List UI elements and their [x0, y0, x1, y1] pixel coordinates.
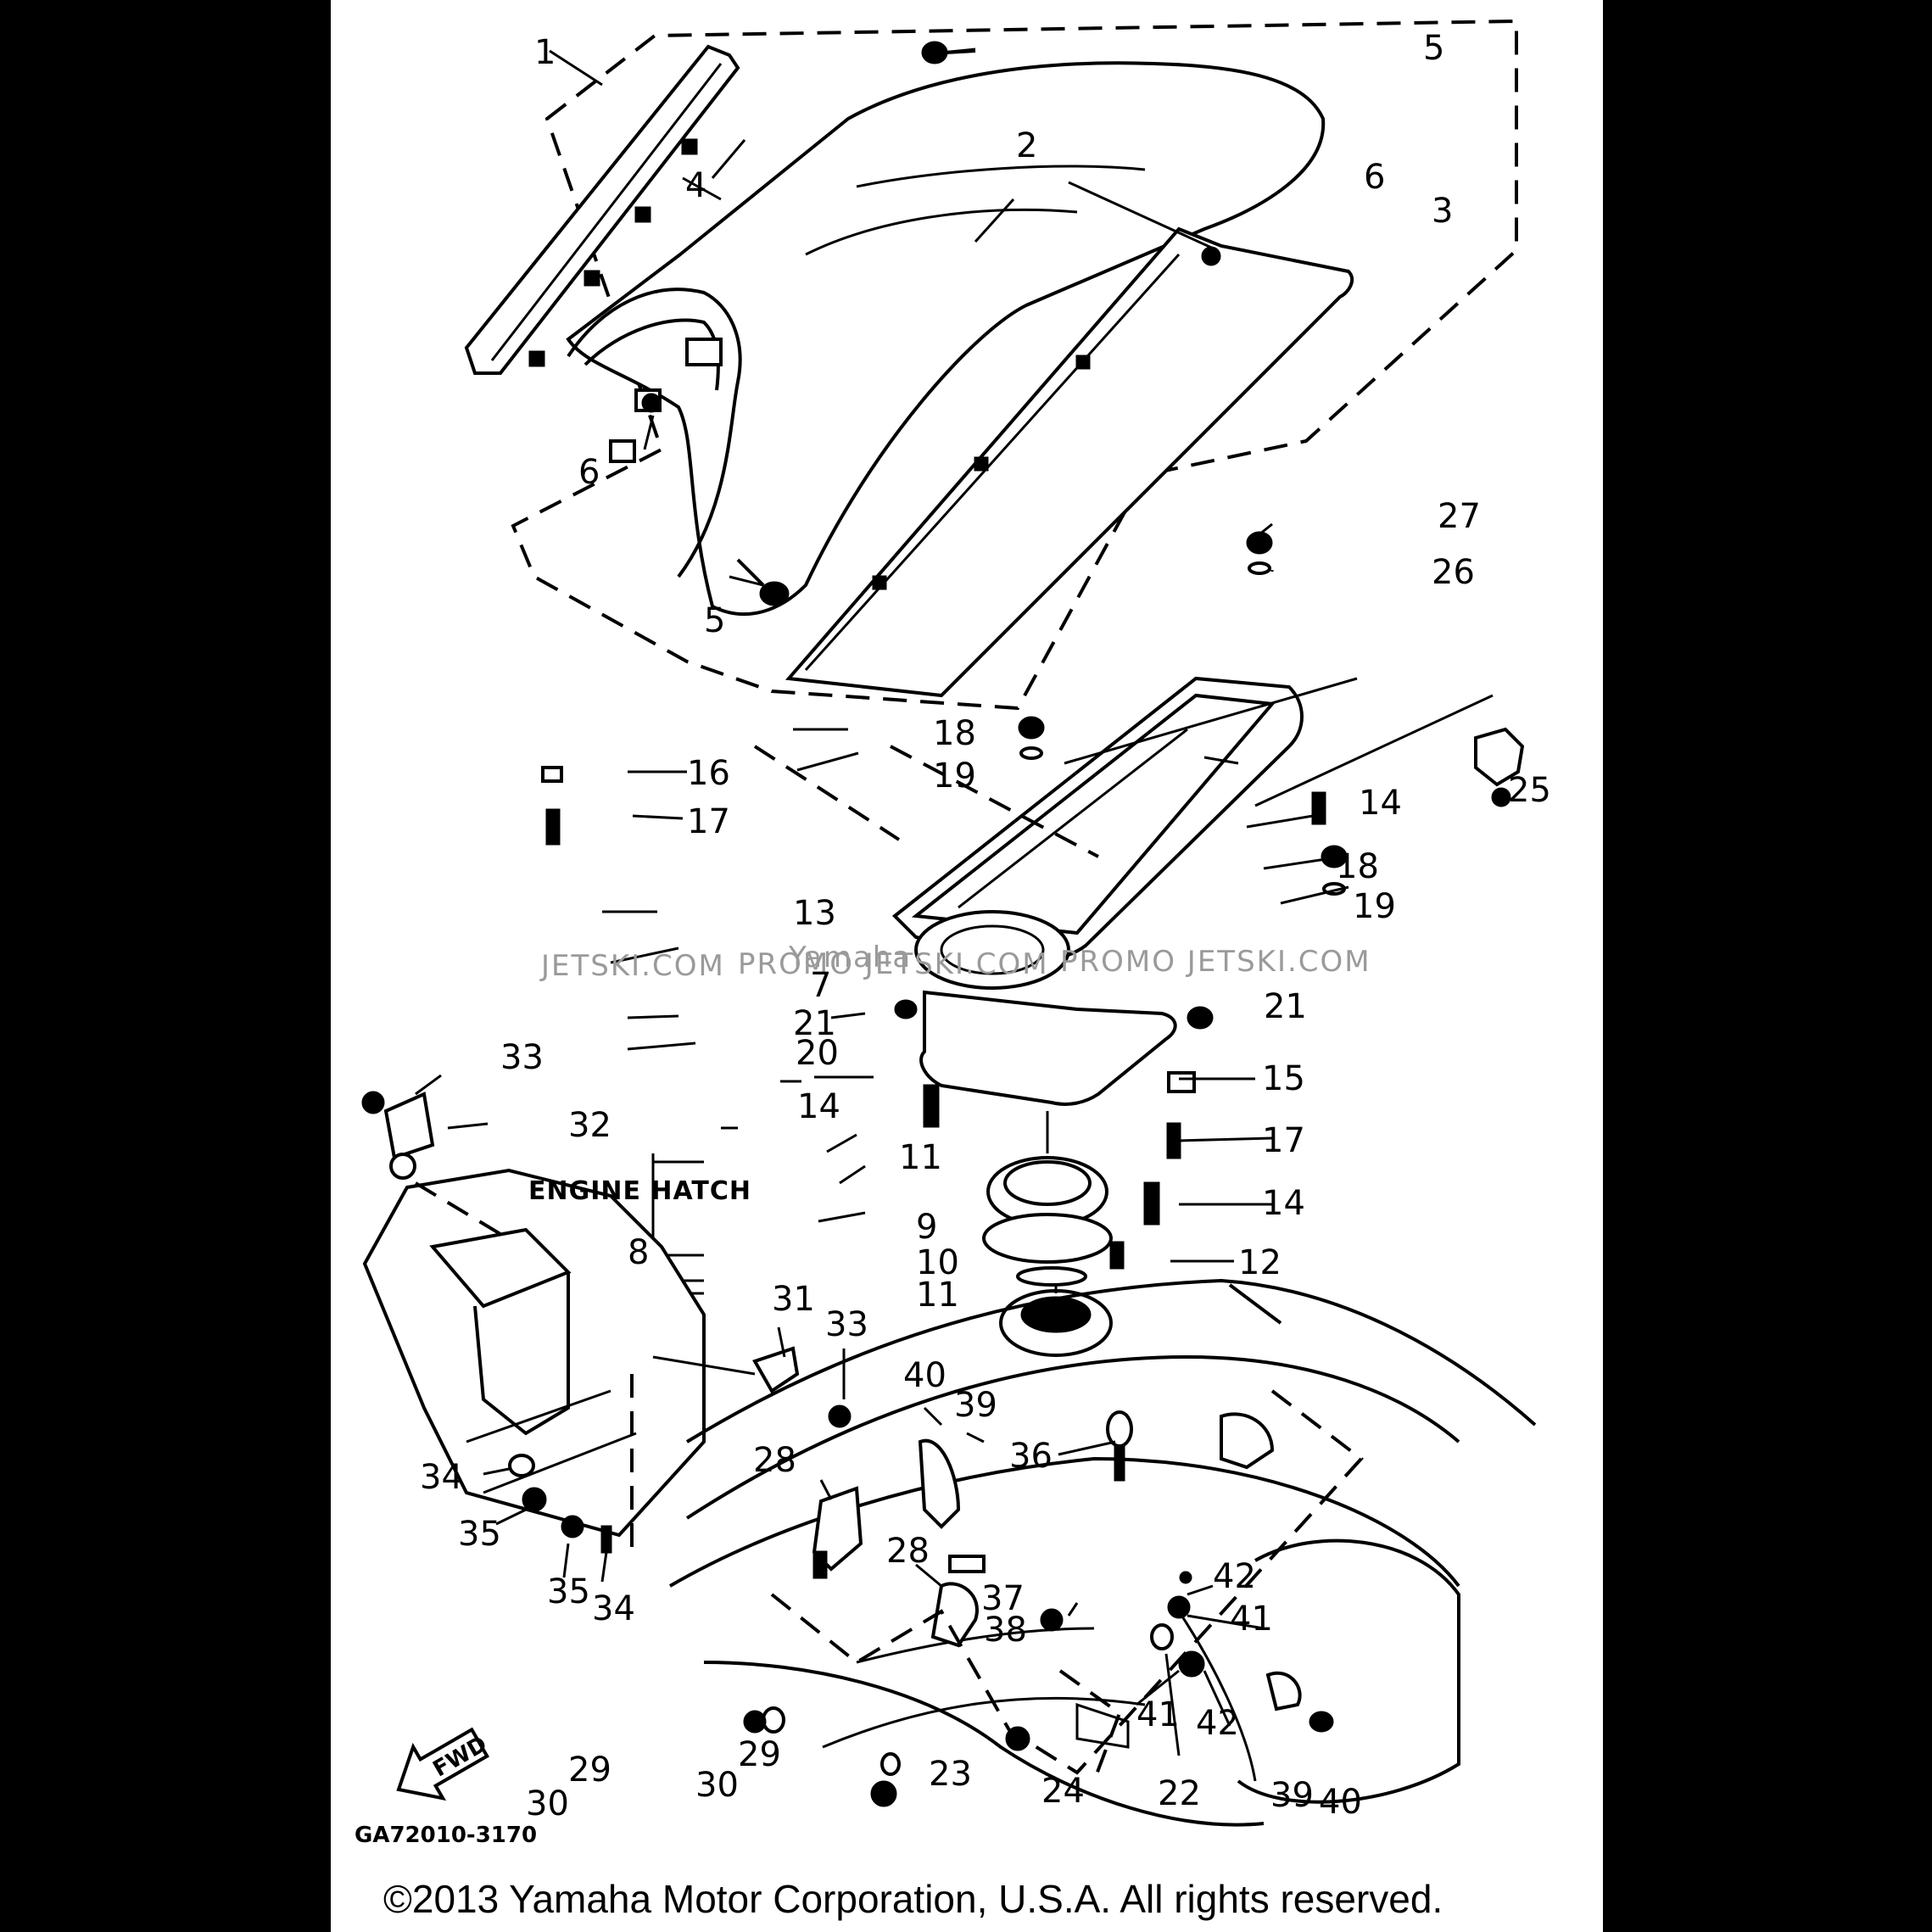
- leader-lines: [415, 47, 1349, 1756]
- callout: 13: [793, 894, 836, 933]
- callout: 31: [772, 1280, 815, 1319]
- filler-cap-assembly-8: [982, 1111, 1113, 1357]
- callout: 39: [1270, 1776, 1314, 1815]
- watermark-right: PROMO JETSKI.COM: [1060, 945, 1371, 979]
- copyright-notice: ©2013 Yamaha Motor Corporation, U.S.A. A…: [383, 1877, 1443, 1921]
- callout: 18: [1336, 847, 1379, 886]
- seat-strip-4: [464, 44, 740, 375]
- callout: 22: [1158, 1774, 1201, 1813]
- callout: 17: [1262, 1121, 1305, 1160]
- callout: 30: [695, 1766, 739, 1805]
- callout: 38: [984, 1611, 1027, 1650]
- watermark-left: JETSKI.COM: [539, 949, 725, 983]
- callout: 6: [1364, 158, 1385, 197]
- callout: 37: [981, 1579, 1025, 1618]
- latch-parts-31-35: [361, 1091, 852, 1554]
- callout: 3: [1432, 192, 1453, 231]
- seat-side-panel-3: [785, 226, 1354, 698]
- callout: 19: [933, 757, 976, 796]
- callout: 36: [1009, 1437, 1053, 1476]
- figure-code: GA72010-3170: [355, 1823, 537, 1848]
- callout: 33: [500, 1038, 544, 1077]
- callout: 42: [1213, 1557, 1256, 1596]
- watermark-middle: PROMO JETSKI.COM: [738, 947, 1049, 981]
- callout: 10: [916, 1243, 959, 1282]
- callout: 25: [1508, 771, 1551, 810]
- callout: 34: [420, 1458, 463, 1497]
- gasket-20: [919, 990, 1177, 1106]
- callout: 23: [929, 1755, 972, 1794]
- callout: 34: [592, 1589, 635, 1628]
- engine-hatch-label: ENGINE HATCH: [528, 1176, 751, 1206]
- exploded-parts-diagram: FWD: [355, 19, 1551, 1921]
- callout: 11: [916, 1276, 959, 1315]
- callout: 29: [738, 1735, 781, 1774]
- callout: 12: [1238, 1243, 1281, 1282]
- grommet-6-left: [641, 393, 662, 413]
- callout: 39: [954, 1386, 997, 1425]
- callout: 30: [526, 1784, 569, 1823]
- callout: 21: [793, 1004, 836, 1043]
- callout: 42: [1196, 1704, 1239, 1743]
- callout: 33: [825, 1305, 868, 1344]
- callout: 40: [903, 1356, 946, 1395]
- callout: 2: [1016, 126, 1037, 165]
- callout: 24: [1041, 1772, 1085, 1811]
- callout: 26: [1432, 553, 1475, 592]
- callout: 21: [1264, 987, 1307, 1026]
- callout: 40: [1319, 1783, 1362, 1822]
- callout: 5: [704, 601, 725, 640]
- seat-bolt-5-bottom: [736, 558, 790, 606]
- callout: 14: [1359, 784, 1402, 823]
- seat-group-boundary: [511, 19, 1518, 711]
- callout: 14: [797, 1087, 840, 1126]
- hull-deck: [668, 1278, 1537, 1827]
- callout: 7: [810, 966, 831, 1005]
- diagram-sheet: FWD: [331, 0, 1603, 1932]
- callout: 20: [796, 1034, 839, 1073]
- callout: 29: [568, 1751, 611, 1790]
- callout: 15: [1262, 1059, 1305, 1098]
- callout: 35: [547, 1572, 590, 1611]
- callout: 32: [568, 1106, 611, 1145]
- callout: 6: [578, 453, 600, 492]
- seat: [566, 61, 1326, 617]
- engine-hatch: [362, 1168, 706, 1538]
- fwd-arrow-icon: FWD: [396, 1727, 491, 1801]
- callout: 28: [753, 1441, 796, 1480]
- watermark-overlay: Yamaha: [788, 941, 912, 974]
- callout: 35: [458, 1515, 501, 1554]
- hull-fittings-28-42: [743, 1410, 1334, 1807]
- callout: 19: [1353, 887, 1396, 926]
- callout: 41: [1136, 1695, 1180, 1734]
- hinge-25: [1474, 727, 1525, 807]
- callout: 8: [628, 1233, 649, 1272]
- callout: 5: [1423, 29, 1444, 68]
- callout: 16: [687, 754, 730, 793]
- callout: 9: [916, 1208, 937, 1247]
- callout: 1: [534, 33, 556, 72]
- callout: 4: [685, 166, 706, 205]
- callout: 14: [1262, 1184, 1305, 1223]
- callout: 27: [1438, 497, 1481, 536]
- callout: 28: [886, 1532, 930, 1571]
- callout: 17: [687, 802, 730, 841]
- callout: 11: [899, 1138, 942, 1177]
- callout: 18: [933, 714, 976, 753]
- callout: 41: [1230, 1600, 1273, 1639]
- fasteners-upper: [541, 531, 1348, 1270]
- callout-numbers: 1 2 3 4 5 5 6 6 27 26 18 19 16 17 14 25 …: [420, 29, 1551, 1823]
